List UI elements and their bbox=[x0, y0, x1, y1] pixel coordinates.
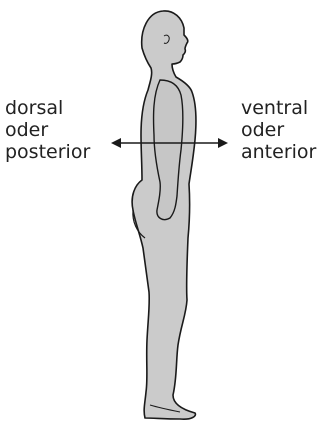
human-figure-side-view bbox=[0, 0, 326, 425]
